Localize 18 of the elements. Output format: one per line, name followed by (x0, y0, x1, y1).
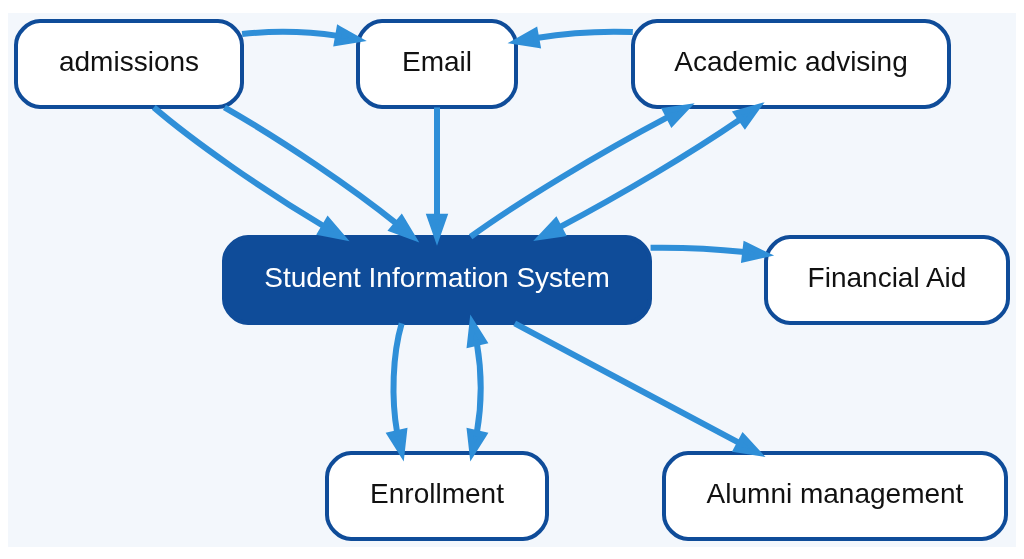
arrow (385, 322, 408, 462)
arrow (507, 25, 633, 48)
node-box: admissions (14, 18, 244, 109)
arrow (533, 101, 765, 241)
arrow (650, 240, 775, 263)
node-box: Academic advising (631, 18, 951, 109)
arrow (241, 23, 367, 46)
node-box: Alumni management (662, 450, 1008, 541)
node-box: Student Information System (222, 234, 652, 325)
node-box: Email (356, 18, 518, 109)
arrow (425, 106, 449, 246)
arrow (466, 314, 489, 462)
arrow (513, 320, 766, 457)
node-box: Financial Aid (764, 234, 1010, 325)
node-box: Enrollment (325, 450, 549, 541)
arrow (468, 102, 695, 239)
arrow (151, 104, 350, 241)
arrow (222, 104, 420, 243)
